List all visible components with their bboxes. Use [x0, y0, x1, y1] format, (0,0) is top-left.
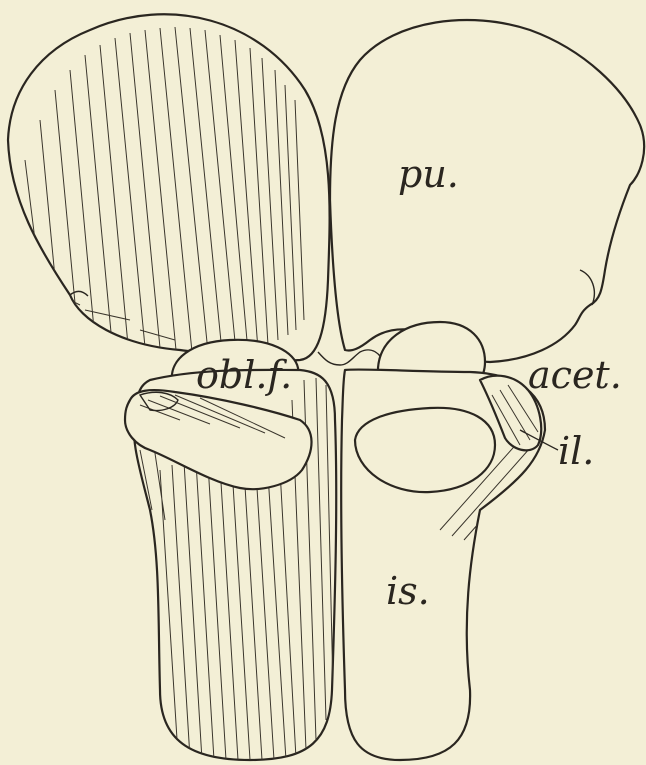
label-ilium: il.	[558, 432, 594, 470]
label-acetabulum: acet.	[528, 356, 622, 394]
right-pubis-outline	[330, 20, 644, 362]
label-pubis: pu.	[398, 155, 459, 193]
left-pubis-outline	[8, 14, 330, 360]
symphysis-line	[318, 350, 380, 365]
label-obturator-foramen: obl.f.	[196, 356, 292, 394]
label-ischium: is.	[386, 572, 430, 610]
